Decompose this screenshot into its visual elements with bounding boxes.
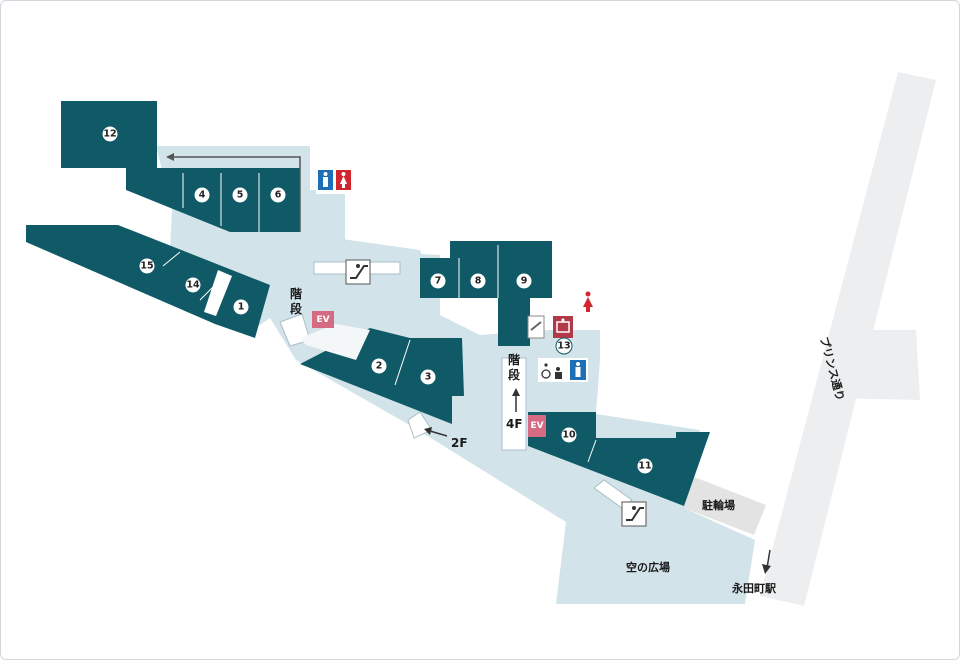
stairs-center [501, 357, 527, 451]
shop-7-label: 7 [435, 276, 442, 287]
station-arrow [766, 549, 771, 569]
route-arrowhead [166, 153, 174, 161]
shop-13-label: 13 [557, 341, 570, 352]
atrium-gap [204, 270, 232, 316]
shop-11-marker: 11 [636, 457, 654, 475]
shop-10-circle [560, 426, 578, 444]
shop-dividers [162, 173, 597, 463]
shop-15-marker: 15 [138, 257, 156, 275]
stairs [279, 261, 633, 509]
stairs-escalator-lower [593, 479, 633, 509]
shop-6-marker: 6 [269, 186, 287, 204]
shop-10-marker: 10 [560, 426, 578, 444]
female-restroom-icon [579, 290, 597, 312]
shop-1-label: 1 [238, 302, 245, 313]
stairs-left-label-2: 段 [290, 301, 303, 316]
shop-9-label: 9 [521, 276, 528, 287]
arrow-4f-head [512, 388, 520, 396]
shop-14-circle [184, 276, 202, 294]
shop-11-label: 11 [638, 461, 651, 472]
stairs-2f [407, 411, 433, 439]
shop-3-label: 3 [425, 372, 432, 383]
shop-2-marker: 2 [370, 357, 388, 375]
wheelchair-icon [541, 363, 551, 379]
shop-3-marker: 3 [419, 368, 437, 386]
sky-plaza-label: 空の広場 [626, 560, 670, 574]
ev-left-box [312, 311, 334, 328]
arrow-2f-head [424, 427, 432, 435]
shop-10-label: 10 [562, 430, 576, 441]
stairs-center-label-2: 段 [508, 367, 521, 382]
shop-4-marker: 4 [193, 186, 211, 204]
shop-4-circle [193, 186, 211, 204]
shop-6-label: 6 [275, 190, 282, 201]
ev-left-hall [300, 324, 370, 360]
prince-street-branch [830, 330, 920, 400]
shop-9-circle [515, 272, 533, 290]
baby-care-icon [555, 367, 562, 379]
bicycle-parking-label: 駐輪場 [702, 498, 735, 512]
station-arrowhead [762, 564, 771, 574]
escalator-icon [621, 501, 647, 527]
shop-14-label: 14 [186, 280, 200, 291]
female-restroom-icon [336, 170, 351, 190]
shop-7-marker: 7 [429, 272, 447, 290]
male-restroom-icon [318, 170, 333, 190]
ev-center-box [528, 415, 546, 437]
shop-12-circle [101, 125, 119, 143]
shop-1-marker: 1 [232, 298, 250, 316]
arrow-2f [429, 430, 448, 437]
shop-11-circle [636, 457, 654, 475]
route-arrow [172, 156, 301, 232]
shop-8-label: 8 [475, 276, 482, 287]
shop-14-marker: 14 [184, 276, 202, 294]
smoking-area-icon [527, 315, 545, 339]
nursing-room-icon [553, 316, 573, 338]
shop-5-circle [231, 186, 249, 204]
shop-12-marker: 12 [101, 125, 119, 143]
shop-3-circle [419, 368, 437, 386]
shop-13-marker: 13 [555, 337, 573, 355]
floor-2f-label: 2F [451, 436, 468, 450]
shop-5-label: 5 [237, 190, 244, 201]
shop-1-circle [232, 298, 250, 316]
shop-15-label: 15 [140, 261, 153, 272]
ev-left-label: EV [316, 315, 329, 325]
shop-2-circle [370, 357, 388, 375]
shop-5-marker: 5 [231, 186, 249, 204]
shop-15-circle [138, 257, 156, 275]
shop-9-marker: 9 [515, 272, 533, 290]
male-restroom-icon [570, 360, 586, 380]
floor-4f-label: 4F [506, 417, 523, 431]
shop-7-9-block [420, 241, 552, 346]
ev-center-label: EV [530, 421, 543, 431]
shop-6-circle [269, 186, 287, 204]
stairs-left-label-1: 階 [290, 286, 302, 301]
shop-2-label: 2 [376, 361, 383, 372]
escalator-icon [345, 259, 371, 285]
shop-4-label: 4 [199, 190, 206, 201]
stairs-center-label-1: 階 [508, 352, 520, 367]
station-label: 永田町駅 [731, 581, 776, 595]
shop-7-circle [429, 272, 447, 290]
shop-8-circle [469, 272, 487, 290]
shop-8-marker: 8 [469, 272, 487, 290]
bicycle-parking-area [684, 473, 766, 535]
shop-4-6-block [126, 168, 300, 232]
shop-12-label: 12 [103, 129, 116, 140]
